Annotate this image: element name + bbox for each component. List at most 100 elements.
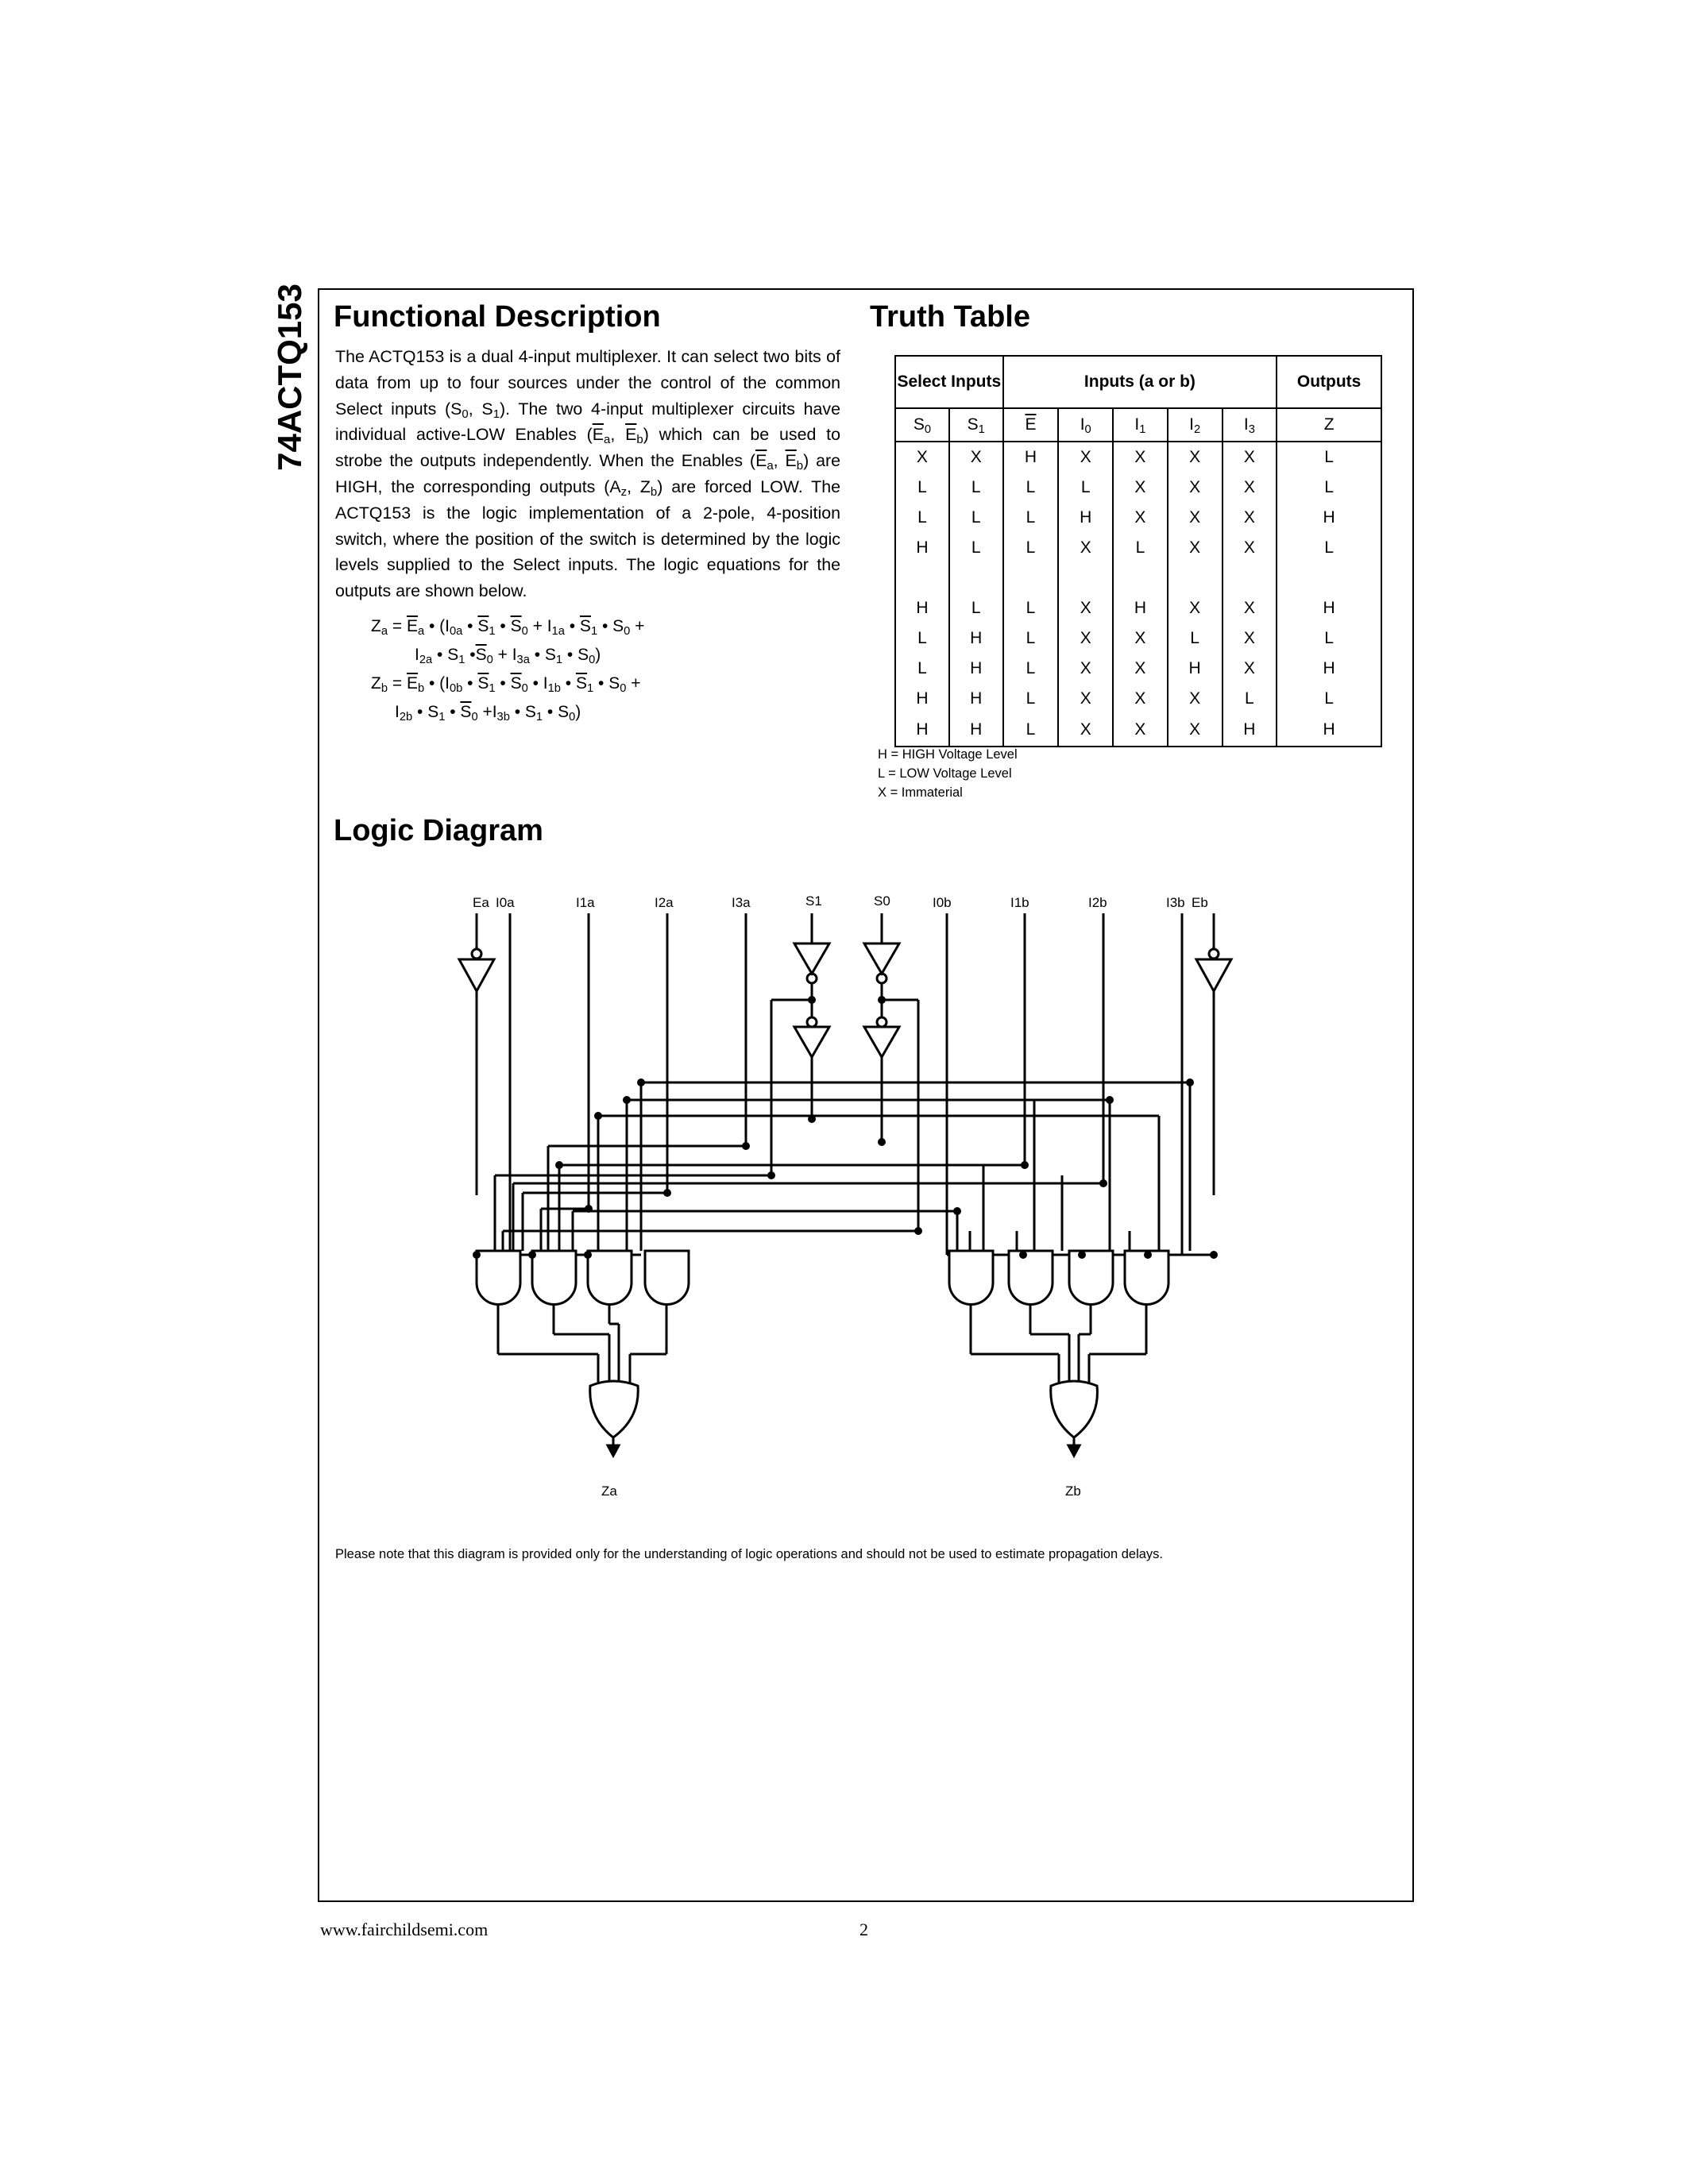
inverter-s0 <box>862 942 902 976</box>
and-gate-a0 <box>475 1249 522 1306</box>
truth-table-cell <box>1112 563 1168 593</box>
truth-table-cell: L <box>894 473 950 503</box>
truth-table-heading: Truth Table <box>870 300 1030 334</box>
truth-table-group-header: Inputs (a or b) <box>1002 355 1278 409</box>
label-eb: Eb <box>1192 895 1208 910</box>
or-gate-za <box>589 1379 639 1439</box>
truth-table-cell <box>1221 563 1278 593</box>
truth-table-cell: X <box>1112 473 1168 503</box>
truth-table-cell: L <box>948 473 1004 503</box>
truth-table: Select Inputs Inputs (a or b) Outputs S0… <box>894 355 1382 747</box>
truth-table-cell: X <box>1057 442 1114 473</box>
truth-table-cell: H <box>1276 714 1382 747</box>
truth-table-cell: H <box>1166 654 1223 684</box>
truth-table-column-header: I1 <box>1112 407 1168 442</box>
footer-url[interactable]: www.fairchildsemi.com <box>320 1920 489 1939</box>
label-za: Za <box>601 1484 617 1499</box>
part-number-side-title: 74ACTQ153 <box>262 282 318 473</box>
truth-table-cell: L <box>1002 654 1060 684</box>
label-i2b: I2b <box>1088 895 1107 910</box>
truth-table-cell <box>1166 563 1223 593</box>
label-s1: S1 <box>805 893 822 909</box>
label-i3a: I3a <box>732 895 751 910</box>
truth-table-cell: X <box>1112 623 1168 654</box>
truth-table-group-header: Outputs <box>1276 355 1382 409</box>
label-i1b: I1b <box>1010 895 1029 910</box>
or-gate-zb <box>1049 1379 1099 1439</box>
label-zb: Zb <box>1065 1484 1081 1499</box>
truth-table-cell: X <box>1057 593 1114 623</box>
truth-table-cell: X <box>1221 593 1278 623</box>
truth-table-cell: X <box>1112 503 1168 533</box>
legend-line: L = LOW Voltage Level <box>878 766 1012 781</box>
truth-table-cell: X <box>1057 623 1114 654</box>
and-gate-b2 <box>1068 1249 1114 1306</box>
buffer-ea <box>457 958 496 994</box>
truth-table-column-header: I0 <box>1057 407 1114 442</box>
truth-table-cell: L <box>1276 623 1382 654</box>
truth-table-cell: H <box>948 714 1004 747</box>
truth-table-cell: H <box>948 684 1004 714</box>
functional-description-heading: Functional Description <box>334 300 661 334</box>
truth-table-cell: X <box>1221 623 1278 654</box>
truth-table-cell: L <box>1002 684 1060 714</box>
equation-za-line1: Za = Ea • (I0a • S1 • S0 + I1a • S1 • S0… <box>371 617 645 638</box>
buffer-eb <box>1194 958 1234 994</box>
legend-line: X = Immaterial <box>878 785 963 800</box>
label-i2a: I2a <box>655 895 674 910</box>
label-ea: Ea <box>473 895 489 910</box>
truth-table-column-header: Z <box>1276 407 1382 442</box>
truth-table-cell: H <box>1112 593 1168 623</box>
and-gate-b1 <box>1007 1249 1054 1306</box>
truth-table-cell: H <box>1276 654 1382 684</box>
truth-table-cell: X <box>1166 533 1223 563</box>
part-number: 74ACTQ153 <box>271 284 308 471</box>
buffer-s0 <box>862 1025 902 1059</box>
truth-table-column-header: I2 <box>1166 407 1223 442</box>
truth-table-cell: X <box>1112 714 1168 747</box>
truth-table-cell: X <box>1057 533 1114 563</box>
truth-table-cell: H <box>894 533 950 563</box>
truth-table-cell <box>1276 563 1382 593</box>
truth-table-cell <box>1057 563 1114 593</box>
truth-table-cell: H <box>948 654 1004 684</box>
equation-zb-line2: I2b • S1 • S0 +I3b • S1 • S0) <box>395 703 581 723</box>
truth-table-cell <box>894 563 950 593</box>
truth-table-cell: X <box>1057 714 1114 747</box>
truth-table-cell: X <box>1166 473 1223 503</box>
truth-table-cell: L <box>894 654 950 684</box>
page-number: 2 <box>859 1920 868 1939</box>
label-s0: S0 <box>874 893 890 909</box>
functional-description-paragraph: The ACTQ153 is a dual 4-input multiplexe… <box>335 347 841 601</box>
content-frame <box>318 288 1414 1902</box>
truth-table-cell: L <box>1002 623 1060 654</box>
truth-table-cell: L <box>1057 473 1114 503</box>
diagram-note: Please note that this diagram is provide… <box>335 1547 1164 1561</box>
truth-table-cell: L <box>1276 442 1382 473</box>
truth-table-cell: L <box>1002 533 1060 563</box>
truth-table-cell: H <box>894 593 950 623</box>
truth-table-cell: X <box>1166 593 1223 623</box>
truth-table-cell: X <box>1221 442 1278 473</box>
truth-table-cell: L <box>948 593 1004 623</box>
truth-table-cell: L <box>1002 714 1060 747</box>
label-i1a: I1a <box>576 895 595 910</box>
and-gate-b3 <box>1123 1249 1170 1306</box>
equation-zb-line1: Zb = Eb • (I0b • S1 • S0 • I1b • S1 • S0… <box>371 674 641 695</box>
and-gate-b0 <box>948 1249 995 1306</box>
truth-table-group-header: Select Inputs <box>894 355 1004 409</box>
label-i0b: I0b <box>933 895 952 910</box>
truth-table-column-header: S1 <box>948 407 1004 442</box>
truth-table-row <box>894 563 1382 593</box>
truth-table-cell: X <box>1166 684 1223 714</box>
truth-table-cell: H <box>948 623 1004 654</box>
truth-table-cell: L <box>1002 593 1060 623</box>
